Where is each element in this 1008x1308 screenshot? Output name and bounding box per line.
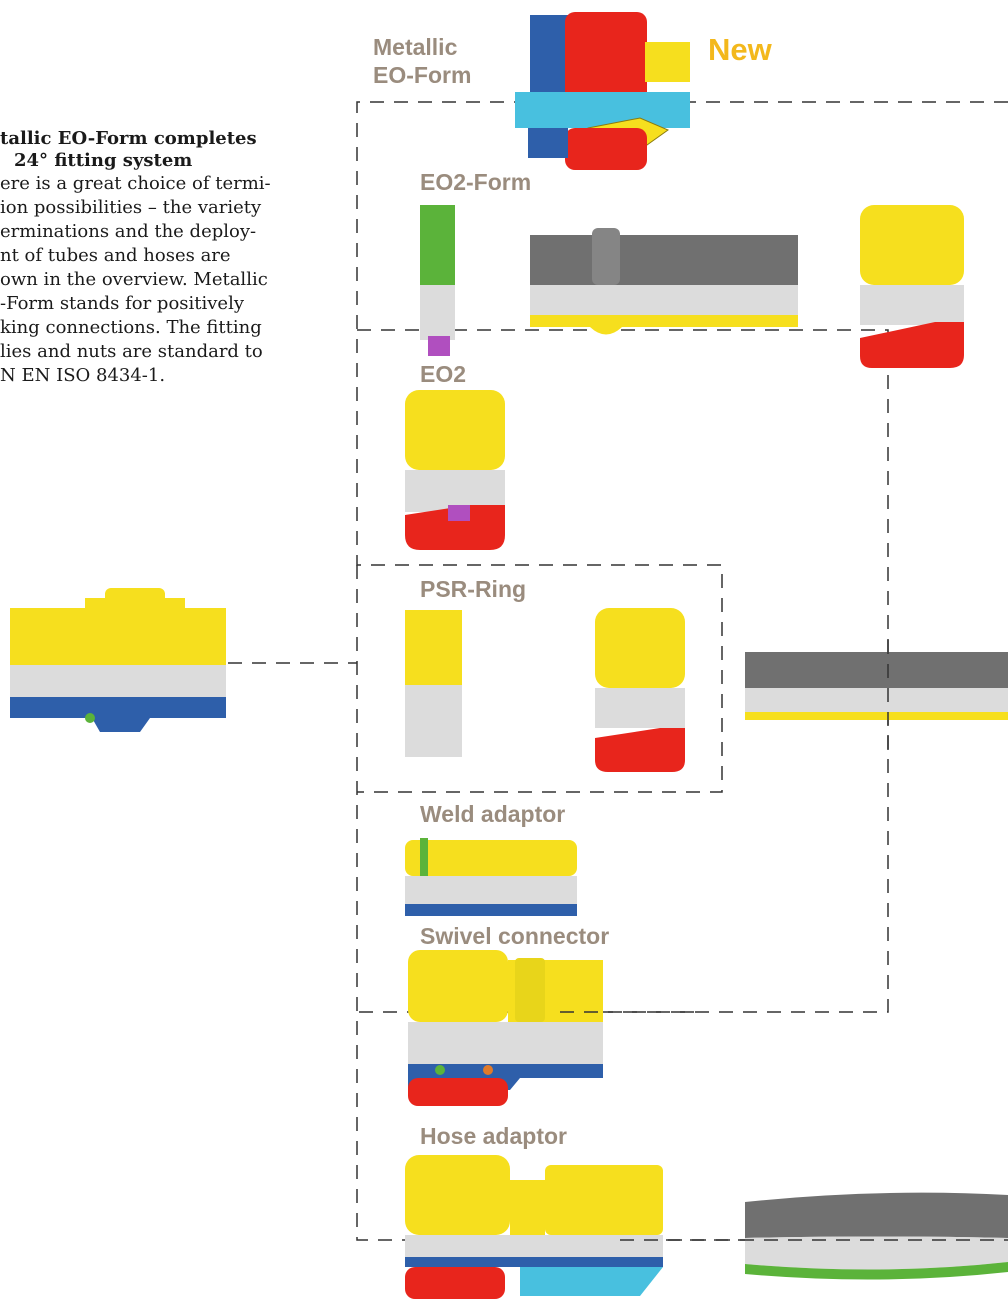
intro-heading-line: 24° fitting system <box>14 150 193 171</box>
psr-ring-illustration <box>405 608 1008 772</box>
intro-line: -Form stands for positively <box>0 293 245 314</box>
hose-adaptor-illustration <box>405 1155 1008 1299</box>
label-eo2: EO2 <box>420 361 467 387</box>
label-hose-adaptor: Hose adaptor <box>420 1123 567 1149</box>
frame-metallic-eo <box>356 101 1008 793</box>
weld-adaptor-illustration <box>405 838 577 916</box>
intro-heading-line: tallic EO-Form completes <box>0 128 257 149</box>
eo2-form-illustration <box>420 205 964 368</box>
intro-heading: tallic EO-Form completes 24° fitting sys… <box>0 128 340 172</box>
metallic-eo-form-illustration <box>515 12 690 170</box>
swivel-connector-illustration <box>408 950 603 1106</box>
label-eo2-form: EO2-Form <box>420 169 532 195</box>
label-weld-adaptor: Weld adaptor <box>420 801 566 827</box>
intro-line: erminations and the deploy- <box>0 221 257 242</box>
dashed-overlays <box>560 640 1008 1241</box>
label-line: Metallic <box>373 34 458 60</box>
label-line: EO-Form <box>373 62 472 88</box>
intro-line: ion possibilities – the variety <box>0 197 262 218</box>
intro-line: ere is a great choice of termi- <box>0 173 271 194</box>
fitting-body-illustration <box>10 588 226 732</box>
label-metallic-eo-form: Metallic EO-Form <box>373 33 471 89</box>
intro-text: tallic EO-Form completes 24° fitting sys… <box>0 128 340 388</box>
eo2-illustration <box>405 390 505 550</box>
label-psr-ring: PSR-Ring <box>420 576 527 602</box>
intro-line: king connections. The fitting <box>0 317 262 338</box>
intro-line: own in the overview. Metallic <box>0 269 268 290</box>
intro-line: lies and nuts are standard to <box>0 341 263 362</box>
intro-line: nt of tubes and hoses are <box>0 245 231 266</box>
new-badge: New <box>708 32 772 67</box>
intro-line: N EN ISO 8434-1. <box>0 365 166 386</box>
label-swivel-connector: Swivel connector <box>420 923 610 949</box>
